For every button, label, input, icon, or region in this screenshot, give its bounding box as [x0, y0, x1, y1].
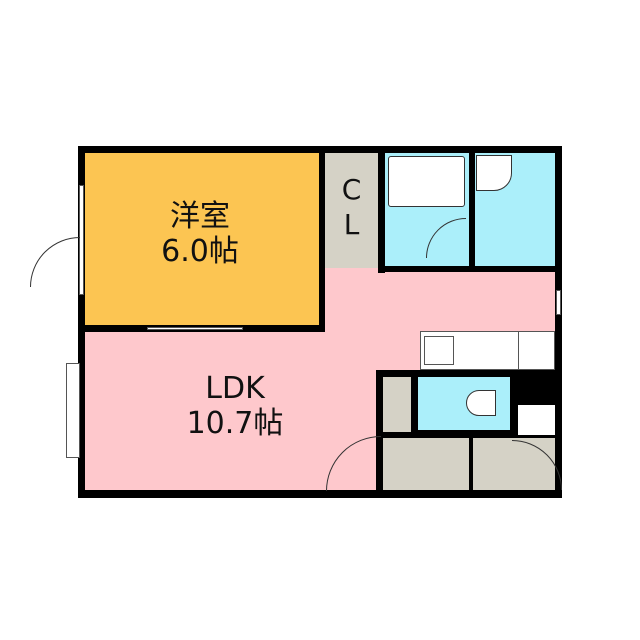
closet [325, 153, 378, 268]
kitchen-counter [420, 331, 555, 370]
room-name: LDK [205, 371, 265, 406]
western-room [85, 153, 319, 325]
wall [469, 153, 475, 268]
wall [469, 438, 473, 490]
room-size: 6.0帖 [161, 233, 239, 269]
closet-label: C L [325, 172, 378, 242]
wall [378, 153, 385, 273]
wall [319, 153, 325, 331]
western-room-label: 洋室 6.0帖 [130, 199, 270, 269]
window [66, 363, 80, 458]
stove-icon [424, 336, 454, 365]
toilet-icon [466, 390, 496, 416]
sink-icon [476, 155, 512, 191]
divider [518, 331, 519, 370]
toilet-room [418, 377, 510, 430]
closet-c: C [341, 173, 362, 206]
room-size: 10.7帖 [186, 405, 284, 441]
ldk-label: LDK 10.7帖 [150, 371, 320, 441]
window [556, 290, 561, 315]
shoe-cabinet [518, 405, 555, 435]
closet-l: L [343, 208, 360, 241]
room-name: 洋室 [170, 199, 230, 234]
sliding-door[interactable] [147, 327, 243, 330]
storage [383, 377, 411, 432]
bathtub-icon [388, 156, 465, 207]
wall [378, 266, 555, 272]
